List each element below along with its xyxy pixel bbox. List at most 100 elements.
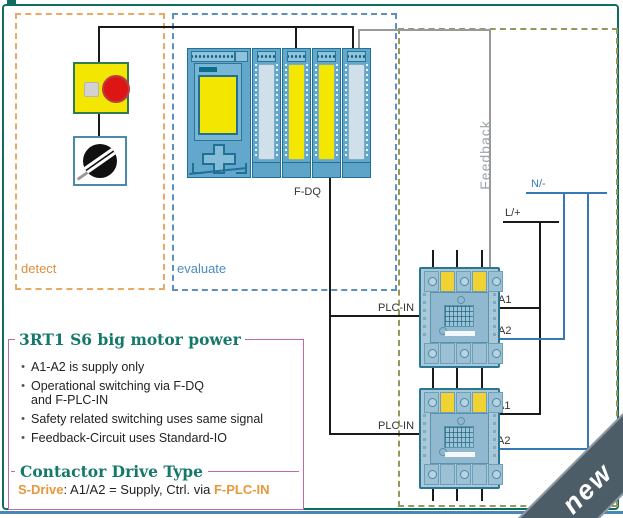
module-vent	[345, 64, 347, 158]
key-switch-icon	[73, 136, 127, 186]
contactor-1	[419, 267, 503, 368]
terminal	[424, 271, 439, 292]
side-screw-column	[423, 293, 426, 341]
terminal	[424, 343, 439, 364]
bullet-dot: •	[21, 413, 25, 425]
terminal	[424, 392, 439, 413]
bullet-text-continued: and F-PLC-IN	[31, 393, 109, 407]
sdrive-label: S-Drive	[18, 482, 64, 497]
slide-frame	[2, 4, 619, 510]
bullet-text: A1-A2 is supply only	[31, 360, 145, 374]
indicator-dot	[457, 296, 465, 304]
stub	[456, 376, 458, 389]
sdrive-highlight: F-PLC-IN	[213, 482, 270, 497]
screw-icon	[428, 470, 437, 479]
terminal	[488, 343, 503, 364]
module-bottom-cap	[283, 162, 310, 177]
module-vent	[306, 64, 308, 158]
contactor-top-terminals	[424, 271, 503, 292]
info-panel-subtitle: Contactor Drive Type	[15, 462, 208, 481]
screw-icon	[492, 277, 501, 286]
terminal-diagram-grid	[444, 305, 474, 327]
fdq-label: F-DQ	[294, 186, 321, 198]
cpu-dpad-icon	[202, 144, 236, 179]
module-label-strip	[347, 51, 366, 62]
contactor-bottom-terminals	[424, 343, 503, 364]
stub	[481, 250, 483, 268]
module-vent	[285, 64, 287, 158]
wire-a2-contactor2	[493, 448, 589, 450]
evaluate-group-box	[172, 13, 397, 291]
terminal	[488, 392, 503, 413]
terminal	[488, 271, 503, 292]
module-label-strip	[257, 51, 276, 62]
bullet-dot: •	[21, 361, 25, 373]
wire-plcin-1	[329, 315, 421, 317]
wire-nminus-vert1	[563, 192, 565, 340]
module-vent	[276, 64, 278, 158]
a2-label-1: A2	[498, 325, 512, 337]
stub	[481, 364, 483, 378]
screw-icon	[460, 349, 469, 358]
stub	[432, 250, 434, 268]
module-front-cover	[258, 64, 275, 160]
label-strip	[445, 331, 475, 336]
terminal	[424, 464, 439, 485]
plc-module-2-fdi	[282, 48, 311, 178]
module-bottom-cap	[253, 162, 280, 177]
bullet-list: • A1-A2 is supply only • Operational swi…	[15, 360, 297, 450]
module-bottom-cap	[343, 162, 370, 177]
screw-icon	[460, 277, 469, 286]
module-vent	[255, 64, 257, 158]
cpu-display-screen	[198, 75, 238, 135]
label-strip	[445, 452, 475, 457]
sdrive-mid-text: : A1/A2 = Supply, Ctrl. via	[63, 482, 214, 497]
cpu-led-bar	[199, 67, 217, 72]
wire-drop-module4	[352, 26, 354, 50]
plc-cpu-module	[187, 48, 251, 178]
estop-red-button-icon	[102, 75, 130, 103]
side-screw-column	[493, 293, 496, 341]
wire-estop-keyswitch	[98, 110, 100, 137]
detect-group-box	[15, 13, 165, 290]
module-front-cover-yellow	[318, 64, 335, 160]
module-vent	[315, 64, 317, 158]
terminal-yellow	[472, 271, 487, 292]
terminal	[456, 464, 471, 485]
wire-feedback-up	[358, 29, 360, 50]
stub	[432, 486, 434, 501]
wire-feedback-down	[489, 29, 491, 268]
terminal	[488, 464, 503, 485]
stub	[456, 250, 458, 268]
bullet-item: • Safety related switching uses same sig…	[15, 412, 297, 426]
sdrive-row: S-Drive: A1/A2 = Supply, Ctrl. via F-PLC…	[18, 482, 270, 497]
stub	[456, 486, 458, 501]
estop-reset-icon	[84, 82, 99, 97]
wire-estop-up	[98, 26, 100, 64]
side-screw-column	[423, 414, 426, 462]
wire-lplus-vertical	[539, 221, 541, 415]
detect-label: detect	[21, 261, 57, 276]
bullet-item: • Operational switching via F-DQ	[15, 379, 297, 393]
bullet-item: • A1-A2 is supply only	[15, 360, 297, 374]
indicator-dot	[457, 417, 465, 425]
corner-accent	[7, 0, 16, 5]
terminal	[440, 343, 455, 364]
screw-icon	[492, 349, 501, 358]
screw-icon	[460, 398, 469, 407]
cpu-label-strip-small	[235, 51, 248, 62]
stub	[481, 376, 483, 389]
bullet-text: Operational switching via F-DQ	[31, 379, 204, 393]
lplus-label: L/+	[505, 207, 521, 219]
wire-a2-contactor1	[495, 338, 565, 340]
terminal	[472, 464, 487, 485]
terminal-yellow	[440, 392, 455, 413]
wire-a1-contactor1	[495, 307, 541, 309]
module-front-cover	[348, 64, 365, 160]
a2-label-2: A2	[497, 435, 511, 447]
module-vent	[366, 64, 368, 158]
wire-nminus-bus	[526, 192, 607, 194]
bullet-dot: •	[21, 380, 25, 392]
side-screw-column	[493, 414, 496, 462]
